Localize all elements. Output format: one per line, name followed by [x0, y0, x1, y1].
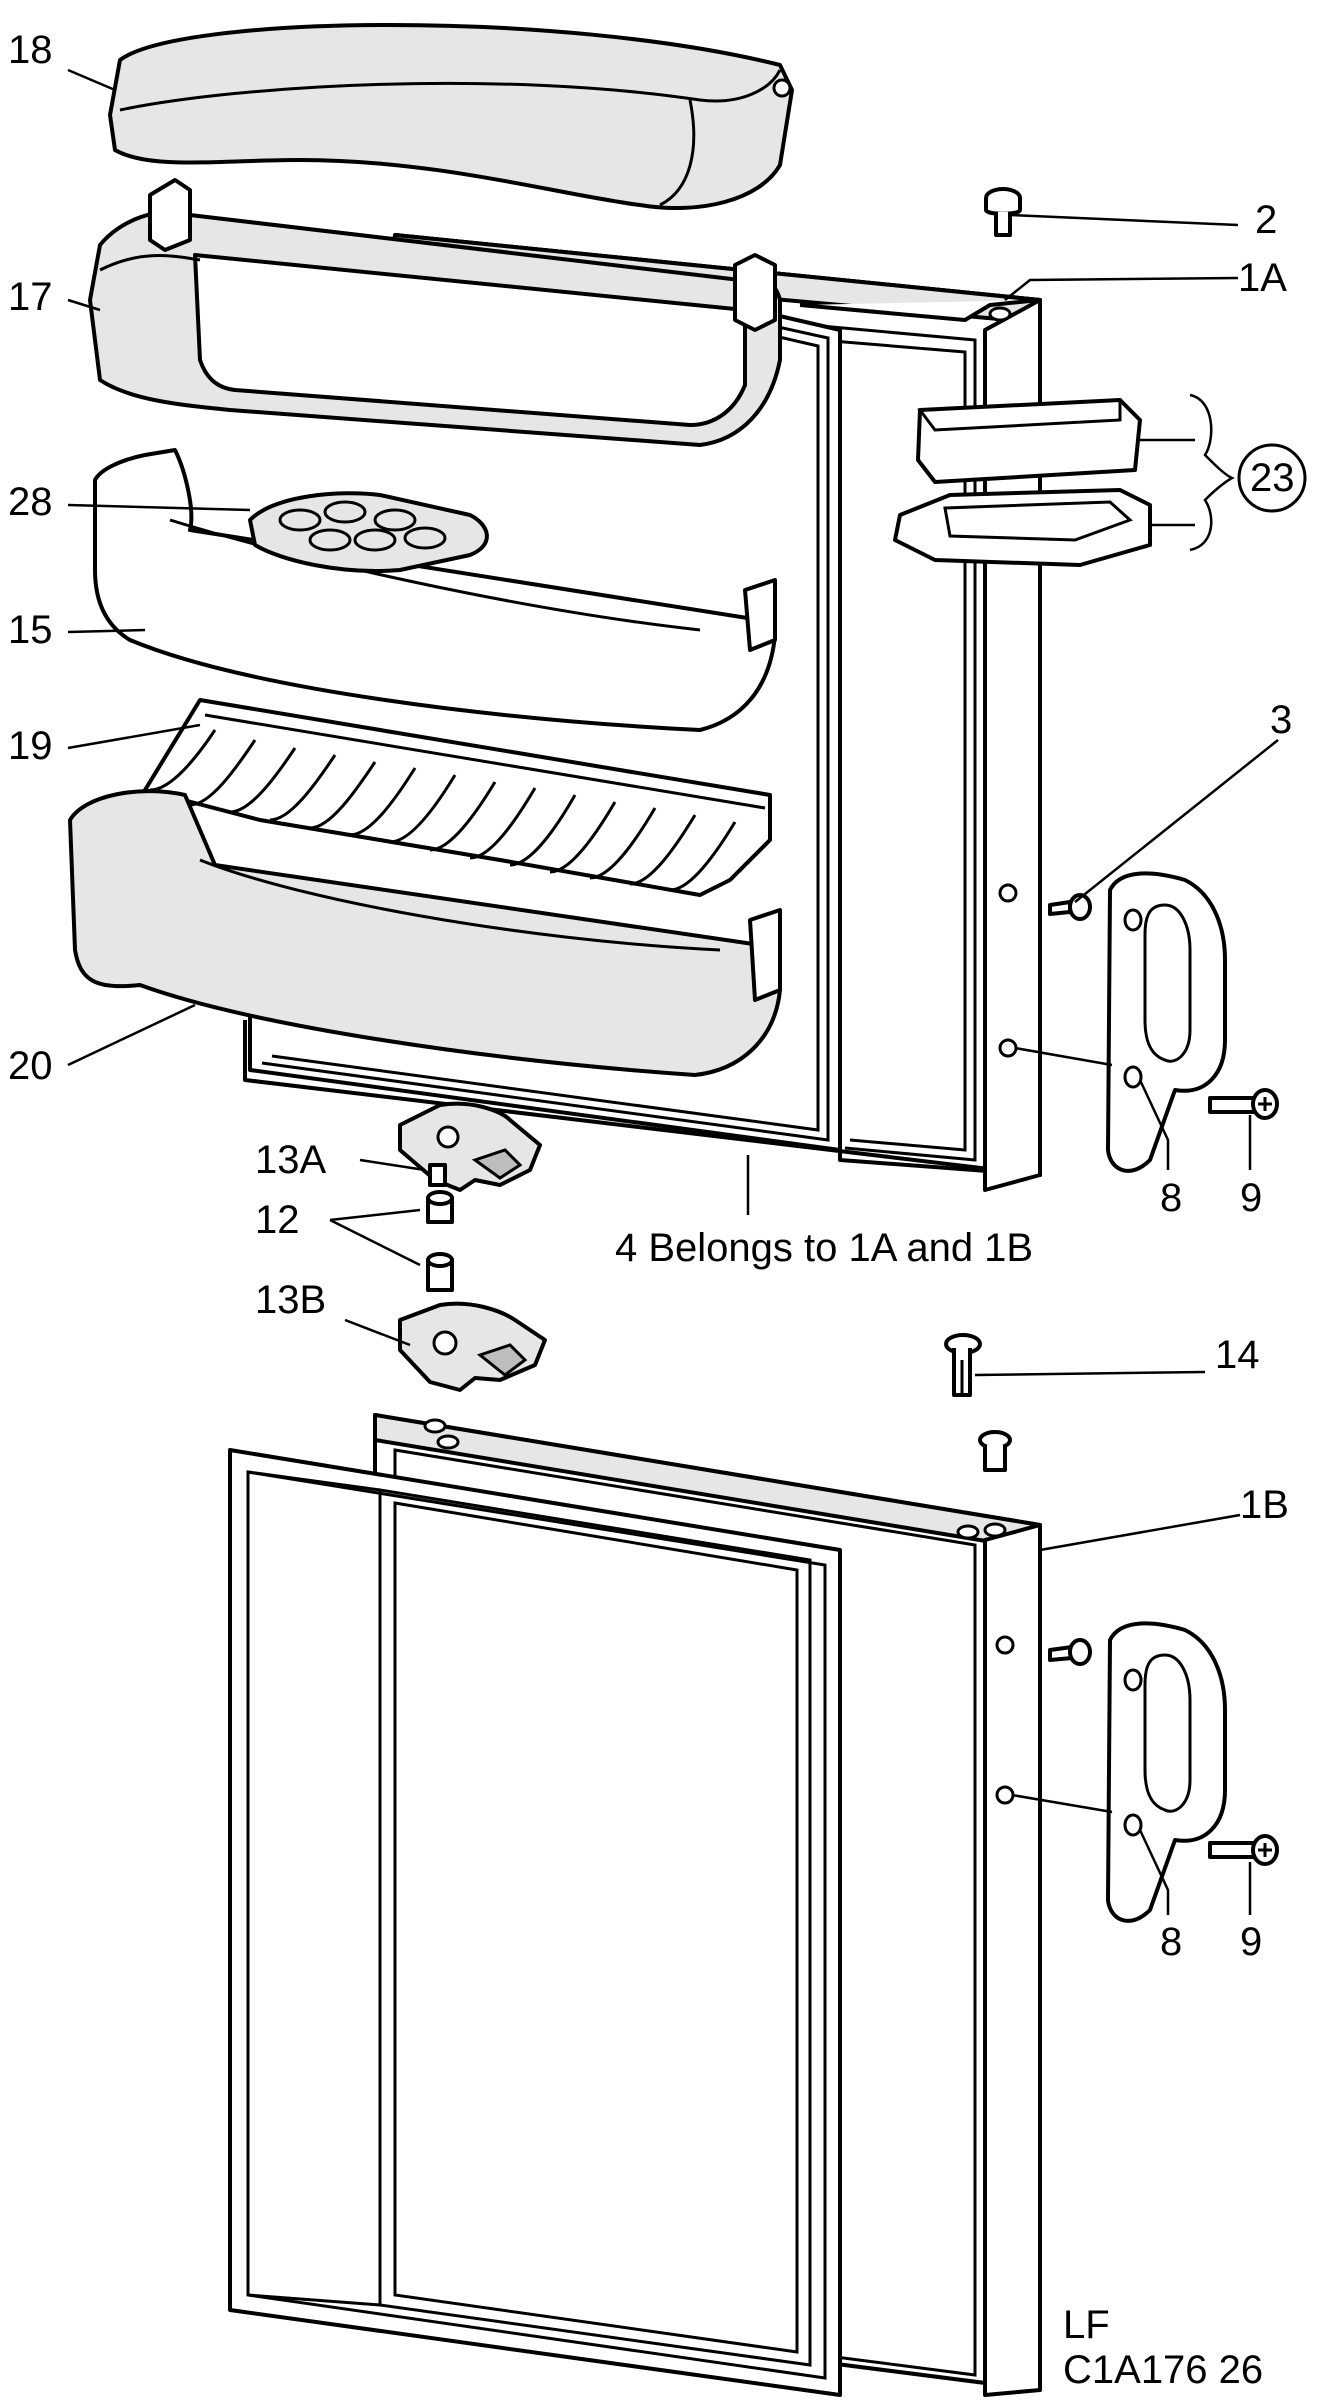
callout-17: 17: [8, 275, 53, 319]
callout-19: 19: [8, 724, 53, 768]
screw-9-upper: [1208, 1088, 1279, 1120]
cover-23: [893, 398, 1152, 567]
callout-4: 4 Belongs to 1A and 1B: [615, 1226, 1034, 1270]
callout-8-lower: 8: [1160, 1920, 1183, 1964]
pin-2: [984, 187, 1022, 237]
hinge-hole-icon: [995, 1635, 1015, 1655]
callout-12: 12: [255, 1198, 300, 1242]
callout-23-circle: [1237, 443, 1307, 513]
callout-15: 15: [8, 608, 53, 652]
pins-12: [426, 1190, 454, 1292]
screw-3: [1048, 893, 1092, 921]
leader-lines: [67, 68, 1279, 1915]
screw-9-lower: [1208, 1834, 1279, 1866]
screw-head-icon: [772, 78, 792, 98]
hinge-13b: [398, 1301, 547, 1392]
hinge-hole-icon: [998, 883, 1018, 903]
handle-8-lower: [1106, 1621, 1227, 1923]
callout-2: 2: [1255, 198, 1278, 242]
hinge-hole-icon: [995, 1785, 1015, 1805]
callout-14: 14: [1215, 1333, 1260, 1377]
shelf-15: [93, 448, 777, 732]
callout-3: 3: [1270, 698, 1293, 742]
shelf-17: [88, 178, 782, 447]
shelf-20: [68, 789, 782, 1077]
pin-hole-icon: [988, 306, 1012, 322]
screw-3-lower: [1048, 1638, 1092, 1666]
callout-23: 23: [1250, 456, 1295, 500]
callout-28: 28: [8, 480, 53, 524]
lower-door-1b: [228, 1413, 1042, 2397]
callout-20: 20: [8, 1044, 53, 1088]
top-cover-18: [108, 23, 794, 210]
callout-13b: 13B: [255, 1278, 327, 1322]
hinge-hole-icon: [998, 1038, 1018, 1058]
handle-8-upper: [1106, 871, 1227, 1173]
hinge-13a: [398, 1101, 542, 1192]
callout-13a: 13A: [255, 1138, 327, 1182]
pins-14: [944, 1333, 1012, 1472]
callout-18: 18: [8, 28, 53, 72]
callout-1b: 1B: [1240, 1483, 1289, 1527]
callout-1a: 1A: [1238, 256, 1287, 300]
figure-code-line1: LF: [1063, 2303, 1110, 2347]
callout-8-upper: 8: [1160, 1176, 1183, 1220]
callout-9-lower: 9: [1240, 1920, 1263, 1964]
callout-9-upper: 9: [1240, 1176, 1263, 1220]
figure-code-line2: C1A176 26: [1063, 2348, 1264, 2392]
